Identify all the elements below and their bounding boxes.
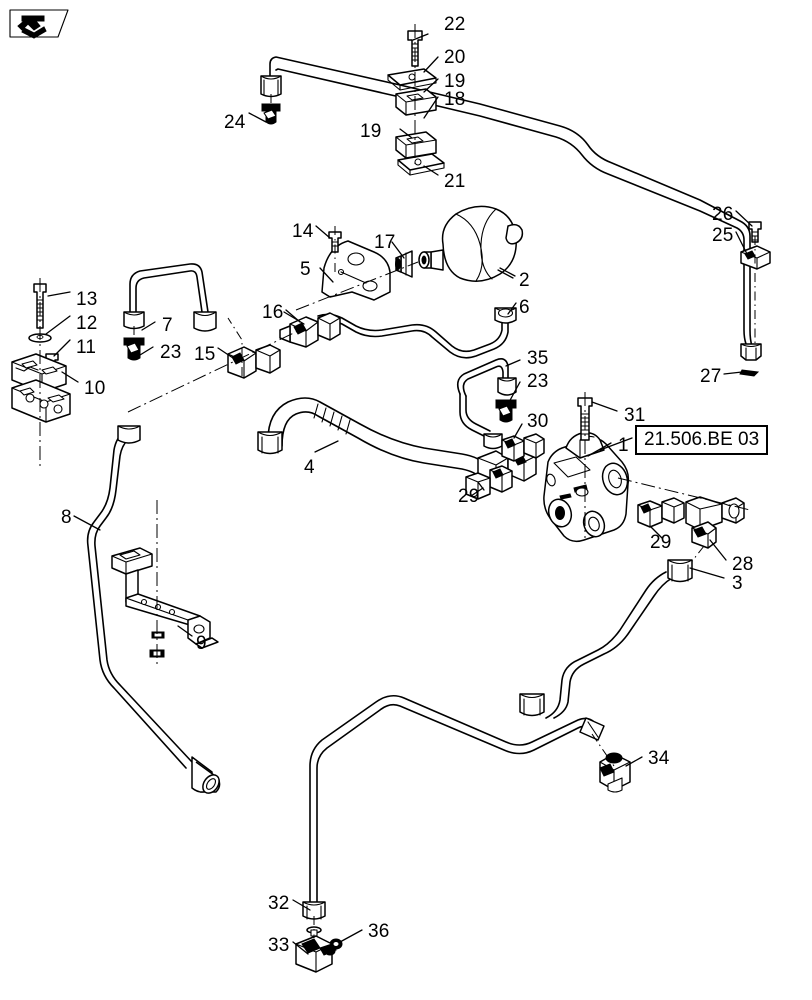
part-35-tube: [456, 358, 517, 450]
callout-4: 4: [304, 457, 315, 478]
part-23-fitting-left: [123, 337, 145, 361]
part-26-bolt: [748, 221, 762, 243]
part-24-fitting: [261, 103, 281, 125]
leader-lines-29: [470, 481, 663, 539]
part-9-bracket: [111, 547, 219, 658]
part-34-elbow-fitting: [599, 752, 631, 793]
leader-6: [507, 302, 517, 315]
centerline-accumulator: [295, 261, 419, 311]
callout-34: 34: [648, 748, 670, 769]
callout-8: 8: [61, 507, 72, 528]
centerline-15-16: [127, 329, 301, 413]
part-33-elbow-fitting: [295, 935, 337, 973]
callout-17: 17: [374, 232, 396, 253]
leader-lines-35: [505, 359, 521, 405]
part-3-hose: [519, 559, 693, 719]
callout-5: 5: [300, 259, 311, 280]
leader-lines-pump: [587, 401, 618, 457]
callout-29-left: 29: [458, 486, 480, 507]
callout-23-center: 23: [527, 371, 549, 392]
leader-lines-top: [248, 33, 439, 176]
leader-lines-7: [139, 321, 156, 356]
callout-3: 3: [732, 573, 743, 594]
callout-18: 18: [444, 89, 466, 110]
callout-26: 26: [712, 204, 734, 225]
part-7-tube: [123, 263, 217, 332]
leader-16b: [283, 311, 305, 325]
part-29-connector-left: [465, 465, 513, 500]
callout-24: 24: [224, 112, 246, 133]
leader-1: [599, 437, 633, 451]
leader-28: [709, 539, 727, 561]
centerline-28-3: [681, 545, 705, 575]
tube-top-end-collar: [260, 75, 282, 98]
part-17-nut: [395, 250, 413, 278]
centerline-34: [591, 733, 615, 767]
leader-2: [499, 267, 516, 277]
part-16-union: [279, 312, 341, 348]
callout-32: 32: [268, 893, 290, 914]
tube-upper-long: [269, 56, 753, 347]
reference-callout-box: 21.506.BE 03: [635, 425, 769, 455]
callout-25: 25: [712, 225, 734, 246]
callout-7: 7: [162, 315, 173, 336]
callout-6: 6: [519, 297, 530, 318]
callout-33: 33: [268, 935, 290, 956]
part-29-connector-right: [637, 497, 685, 528]
part-27-tube-end: [739, 343, 762, 377]
callout-29-right: 29: [650, 532, 672, 553]
leader-lines-bottom: [292, 899, 363, 955]
part-30-adapter: [501, 433, 545, 462]
part-10-clamp-block: [11, 353, 71, 423]
callout-13: 13: [76, 289, 98, 310]
callout-30: 30: [527, 411, 549, 432]
callout-1: 1: [618, 435, 629, 456]
part-6-tube: [317, 307, 517, 359]
callout-15: 15: [194, 344, 216, 365]
callout-36: 36: [368, 921, 390, 942]
callout-21: 21: [444, 171, 466, 192]
leader-lines-clamp-block: [45, 291, 79, 383]
callout-22: 22: [444, 14, 466, 35]
callout-9: 9: [196, 633, 207, 654]
callout-11: 11: [76, 337, 97, 358]
callout-12: 12: [76, 313, 98, 334]
leader-3: [689, 567, 725, 579]
callout-27: 27: [700, 366, 722, 387]
callout-2: 2: [519, 270, 530, 291]
leader-8: [73, 515, 101, 531]
callout-19-lower: 19: [360, 121, 382, 142]
callout-19-upper: 19: [444, 71, 466, 92]
part-2-accumulator: [418, 205, 524, 282]
part-28-tee: [685, 496, 745, 549]
callout-28: 28: [732, 554, 754, 575]
callout-16: 16: [262, 302, 284, 323]
callout-31: 31: [624, 405, 646, 426]
callout-23-left: 23: [160, 342, 182, 363]
clamp-stack-assembly: [387, 30, 445, 176]
part-32-lower-tube: [302, 694, 605, 920]
callout-20: 20: [444, 47, 466, 68]
part-15-union: [227, 344, 281, 379]
leader-30: [513, 423, 523, 439]
logo-badge-shape: [9, 9, 69, 39]
leader-34: [625, 756, 643, 767]
leader-lines-right: [723, 210, 753, 375]
leader-4: [314, 440, 339, 453]
part-23-fitting-center: [495, 399, 517, 423]
leader-9: [177, 625, 193, 637]
centerline-pump-right: [617, 477, 751, 511]
callout-35: 35: [527, 348, 549, 369]
part-8-tube: [86, 425, 221, 794]
callout-14: 14: [292, 221, 314, 242]
callout-10: 10: [84, 378, 106, 399]
leader-lines-accumulator: [315, 225, 514, 283]
